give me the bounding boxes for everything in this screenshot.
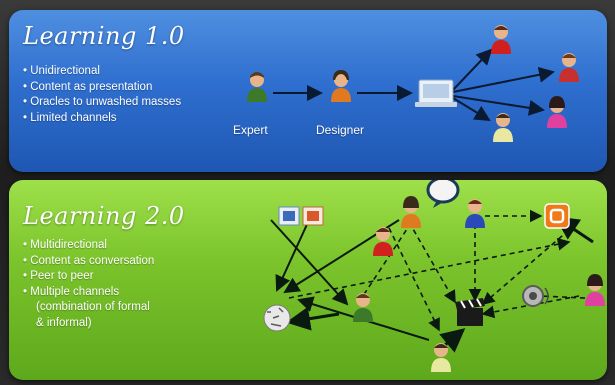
learner-person-icon xyxy=(559,53,579,82)
learner-person-icon xyxy=(491,25,511,54)
bullet-item: Unidirectional xyxy=(23,64,181,80)
person-icon xyxy=(431,343,451,372)
blogger-icon xyxy=(544,203,570,229)
designer-label: Designer xyxy=(316,123,365,137)
bullet-continuation: & informal) xyxy=(36,316,92,329)
learner-person-icon xyxy=(547,96,567,128)
bullet-item: Content as conversation xyxy=(23,254,154,270)
person-icon xyxy=(465,199,485,228)
bullet-item: Peer to peer xyxy=(23,269,154,285)
bullet-item: Oracles to unwashed masses xyxy=(23,95,181,111)
learning-1-title: Learning 1.0 xyxy=(23,22,185,50)
expert-person-icon xyxy=(247,72,267,102)
expert-label: Expert xyxy=(233,123,268,137)
person-icon xyxy=(373,227,393,256)
wikipedia-icon xyxy=(263,304,291,332)
person-icon xyxy=(353,293,373,322)
learning-2-panel: Learning 2.0 Multidirectional Content as… xyxy=(9,180,607,380)
bullet-item: Content as presentation xyxy=(23,80,181,96)
learning-1-bullets: Unidirectional Content as presentation O… xyxy=(23,64,181,126)
bullet-item: Limited channels xyxy=(23,111,181,127)
document-icon xyxy=(302,206,324,226)
clapperboard-icon xyxy=(455,298,485,326)
bullet-item: Multiple channels xyxy=(23,285,154,301)
speech-bubble-icon xyxy=(426,180,460,208)
learning-2-title: Learning 2.0 xyxy=(23,202,185,230)
document-icon xyxy=(278,206,300,226)
person-icon xyxy=(401,196,421,228)
learning-1-panel: Learning 1.0 Unidirectional Content as p… xyxy=(9,10,607,172)
bullet-item: Multidirectional xyxy=(23,238,154,254)
learner-person-icon xyxy=(493,113,513,142)
speaker-icon xyxy=(522,285,549,307)
learning-1-flow-diagram xyxy=(247,25,579,142)
bullet-continuation: (combination of formal xyxy=(36,301,150,313)
person-icon xyxy=(585,274,605,306)
content-device-icon xyxy=(415,79,457,107)
learning-2-network-diagram xyxy=(263,180,605,372)
learning-2-bullets: Multidirectional Content as conversation… xyxy=(23,238,154,331)
designer-person-icon xyxy=(331,70,351,102)
